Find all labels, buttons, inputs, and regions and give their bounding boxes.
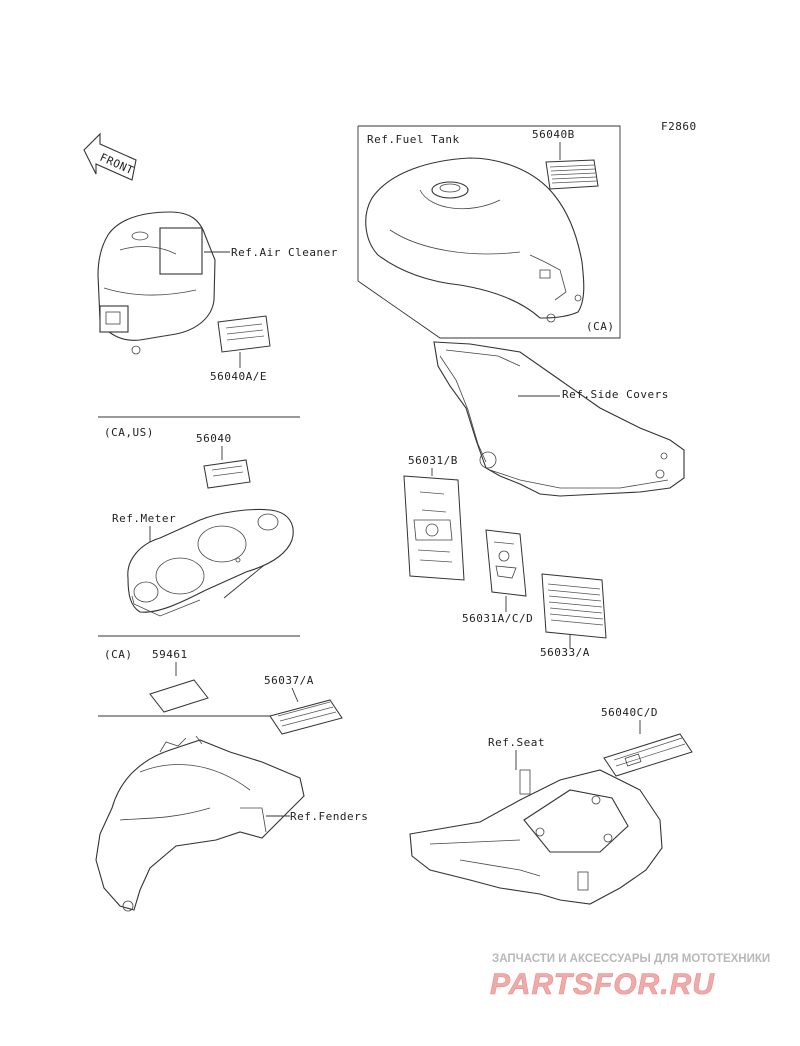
decal-56040cd [603, 733, 693, 777]
meter-group: (CA,US) 56040 Ref.Meter [98, 416, 300, 637]
part-59461-region-label: (CA) [104, 648, 133, 661]
front-arrow-icon: FRONT [83, 132, 137, 181]
watermark: ЗАПЧАСТИ И АКСЕССУАРЫ ДЛЯ МОТОТЕХНИКИ PA… [490, 953, 770, 1001]
meter-part [127, 508, 294, 617]
side-covers-part [433, 341, 685, 497]
part-56031acd-label: 56031A/C/D [462, 612, 533, 625]
diagram-code: F2860 [661, 120, 697, 133]
decal-56040ae [217, 315, 271, 353]
decal-56033a-group: 56033/A [540, 573, 607, 659]
fuel-tank-ca-label: (CA) [586, 320, 615, 333]
watermark-tagline: ЗАПЧАСТИ И АКСЕССУАРЫ ДЛЯ МОТОТЕХНИКИ [492, 953, 770, 965]
meter-ref-label: Ref.Meter [112, 512, 176, 525]
decal-56033a [541, 573, 607, 639]
side-covers-group: Ref.Side Covers [433, 341, 685, 497]
part-56040ae-label: 56040A/E [210, 370, 267, 383]
part-56037a-label: 56037/A [264, 674, 314, 687]
seat-group: Ref.Seat 56040C/D [409, 706, 693, 905]
fenders-ref-label: Ref.Fenders [290, 810, 368, 823]
fuel-tank-group: Ref.Fuel Tank 56040B (CA) [357, 125, 621, 339]
side-covers-ref-label: Ref.Side Covers [562, 388, 669, 401]
part-59461-group: (CA) 59461 [98, 648, 300, 717]
decal-56040 [203, 459, 251, 489]
watermark-brand: PARTSFOR.RU [490, 968, 715, 1001]
leader-56037a [291, 687, 299, 703]
fuel-tank-part [365, 157, 585, 323]
part-56040-label: 56040 [196, 432, 232, 445]
air-cleaner-part [97, 211, 216, 355]
decal-56031b [403, 475, 465, 581]
part-59461-label: 59461 [152, 648, 188, 661]
part-56040cd-label: 56040C/D [601, 706, 658, 719]
fenders-part [95, 735, 305, 912]
decal-56031b-group: 56031/B [403, 454, 465, 581]
decal-56031acd-group: 56031A/C/D [462, 529, 533, 625]
part-56040b-label: 56040B [532, 128, 575, 141]
decal-56031acd [485, 529, 527, 597]
decal-56040b [545, 159, 599, 190]
decal-56037a-group: 56037/A [264, 674, 343, 735]
part-56031b-label: 56031/B [408, 454, 458, 467]
meter-region-label: (CA,US) [104, 426, 154, 439]
fuel-tank-frame [357, 125, 621, 339]
air-cleaner-ref-label: Ref.Air Cleaner [231, 246, 338, 259]
seat-part [409, 769, 663, 905]
decal-56037a [269, 699, 343, 735]
decal-59461 [149, 679, 209, 713]
fuel-tank-ref-label: Ref.Fuel Tank [367, 133, 460, 146]
air-cleaner-group: Ref.Air Cleaner 56040A/E [97, 211, 338, 383]
fenders-group: Ref.Fenders [95, 735, 368, 912]
part-56033a-label: 56033/A [540, 646, 590, 659]
seat-ref-label: Ref.Seat [488, 736, 545, 749]
